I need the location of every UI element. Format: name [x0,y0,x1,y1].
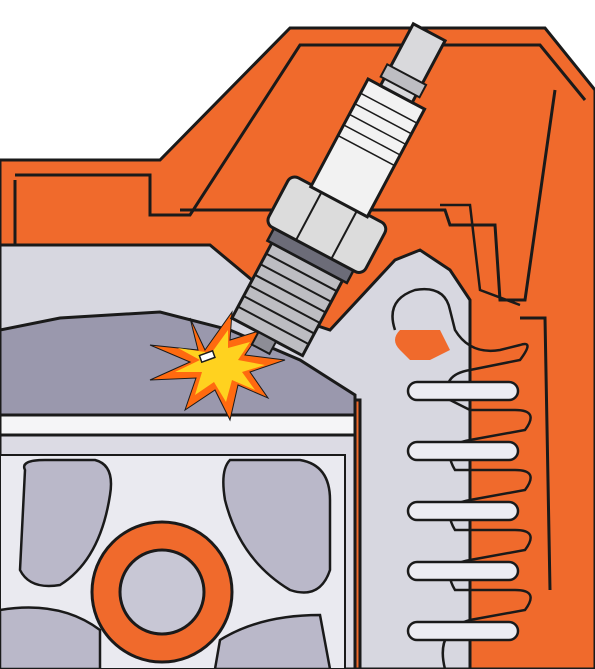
wrist-pin [92,522,232,662]
